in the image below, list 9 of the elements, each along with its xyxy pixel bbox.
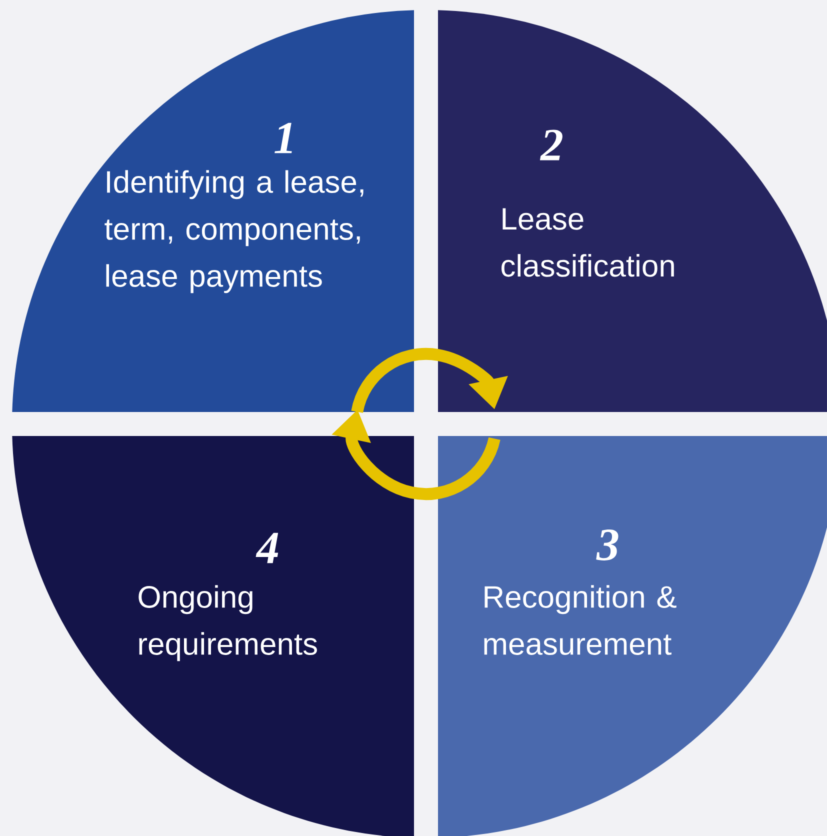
step-label: Identifying a lease, term, components, lease payments: [104, 170, 364, 294]
step-number: 4: [256, 532, 278, 564]
circular-arrow: [351, 348, 508, 414]
step-number: 3: [596, 530, 618, 560]
step-number: 1: [274, 122, 292, 154]
step-label: Lease classification: [502, 208, 674, 277]
step-label: Ongoing requirements: [138, 585, 317, 662]
step-label: Recognition & measurement: [484, 585, 676, 655]
step-number: 2: [540, 130, 562, 160]
